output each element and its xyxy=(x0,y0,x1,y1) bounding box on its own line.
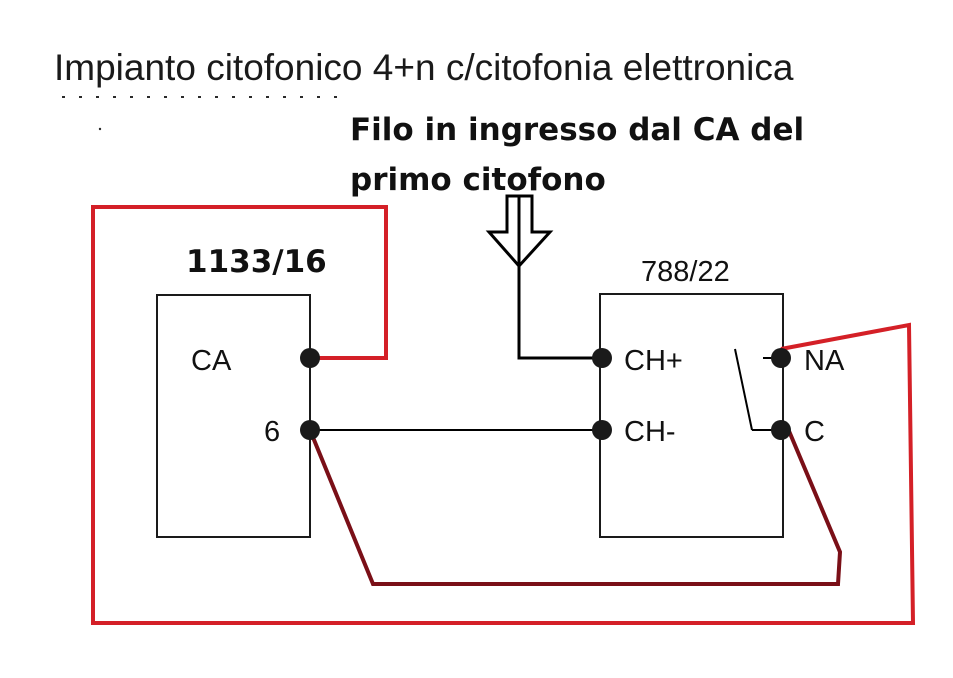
terminal-6-label: 6 xyxy=(264,416,280,448)
terminal-na-label: NA xyxy=(804,345,845,377)
wire-darkred-6-to-c xyxy=(308,429,843,586)
device-788-22-box xyxy=(599,293,784,538)
terminal-na-dot xyxy=(771,348,791,368)
terminal-ch-minus-label: CH- xyxy=(624,416,676,448)
terminal-c-label: C xyxy=(804,416,825,448)
terminal-ca-dot xyxy=(300,348,320,368)
diagram-title: Impianto citofonico 4+n c/citofonia elet… xyxy=(54,47,794,88)
terminal-ch-plus-label: CH+ xyxy=(624,345,683,377)
annotation-line-2: primo citofono xyxy=(350,162,606,198)
device-1133-16-label: 1133/16 xyxy=(186,244,327,280)
terminal-ch-minus-dot xyxy=(592,420,612,440)
device-788-22-label: 788/22 xyxy=(641,256,730,288)
terminal-c-dot xyxy=(771,420,791,440)
wire-input-to-ch-plus xyxy=(517,266,602,360)
annotation-line-1: Filo in ingresso dal CA del xyxy=(350,112,804,148)
terminal-ca-label: CA xyxy=(191,345,232,377)
device-1133-16-box xyxy=(156,294,311,538)
terminal-ch-plus-dot xyxy=(592,348,612,368)
terminal-6-dot xyxy=(300,420,320,440)
title-line-fragment xyxy=(62,96,340,131)
wire-red-ca-loop xyxy=(91,205,916,625)
